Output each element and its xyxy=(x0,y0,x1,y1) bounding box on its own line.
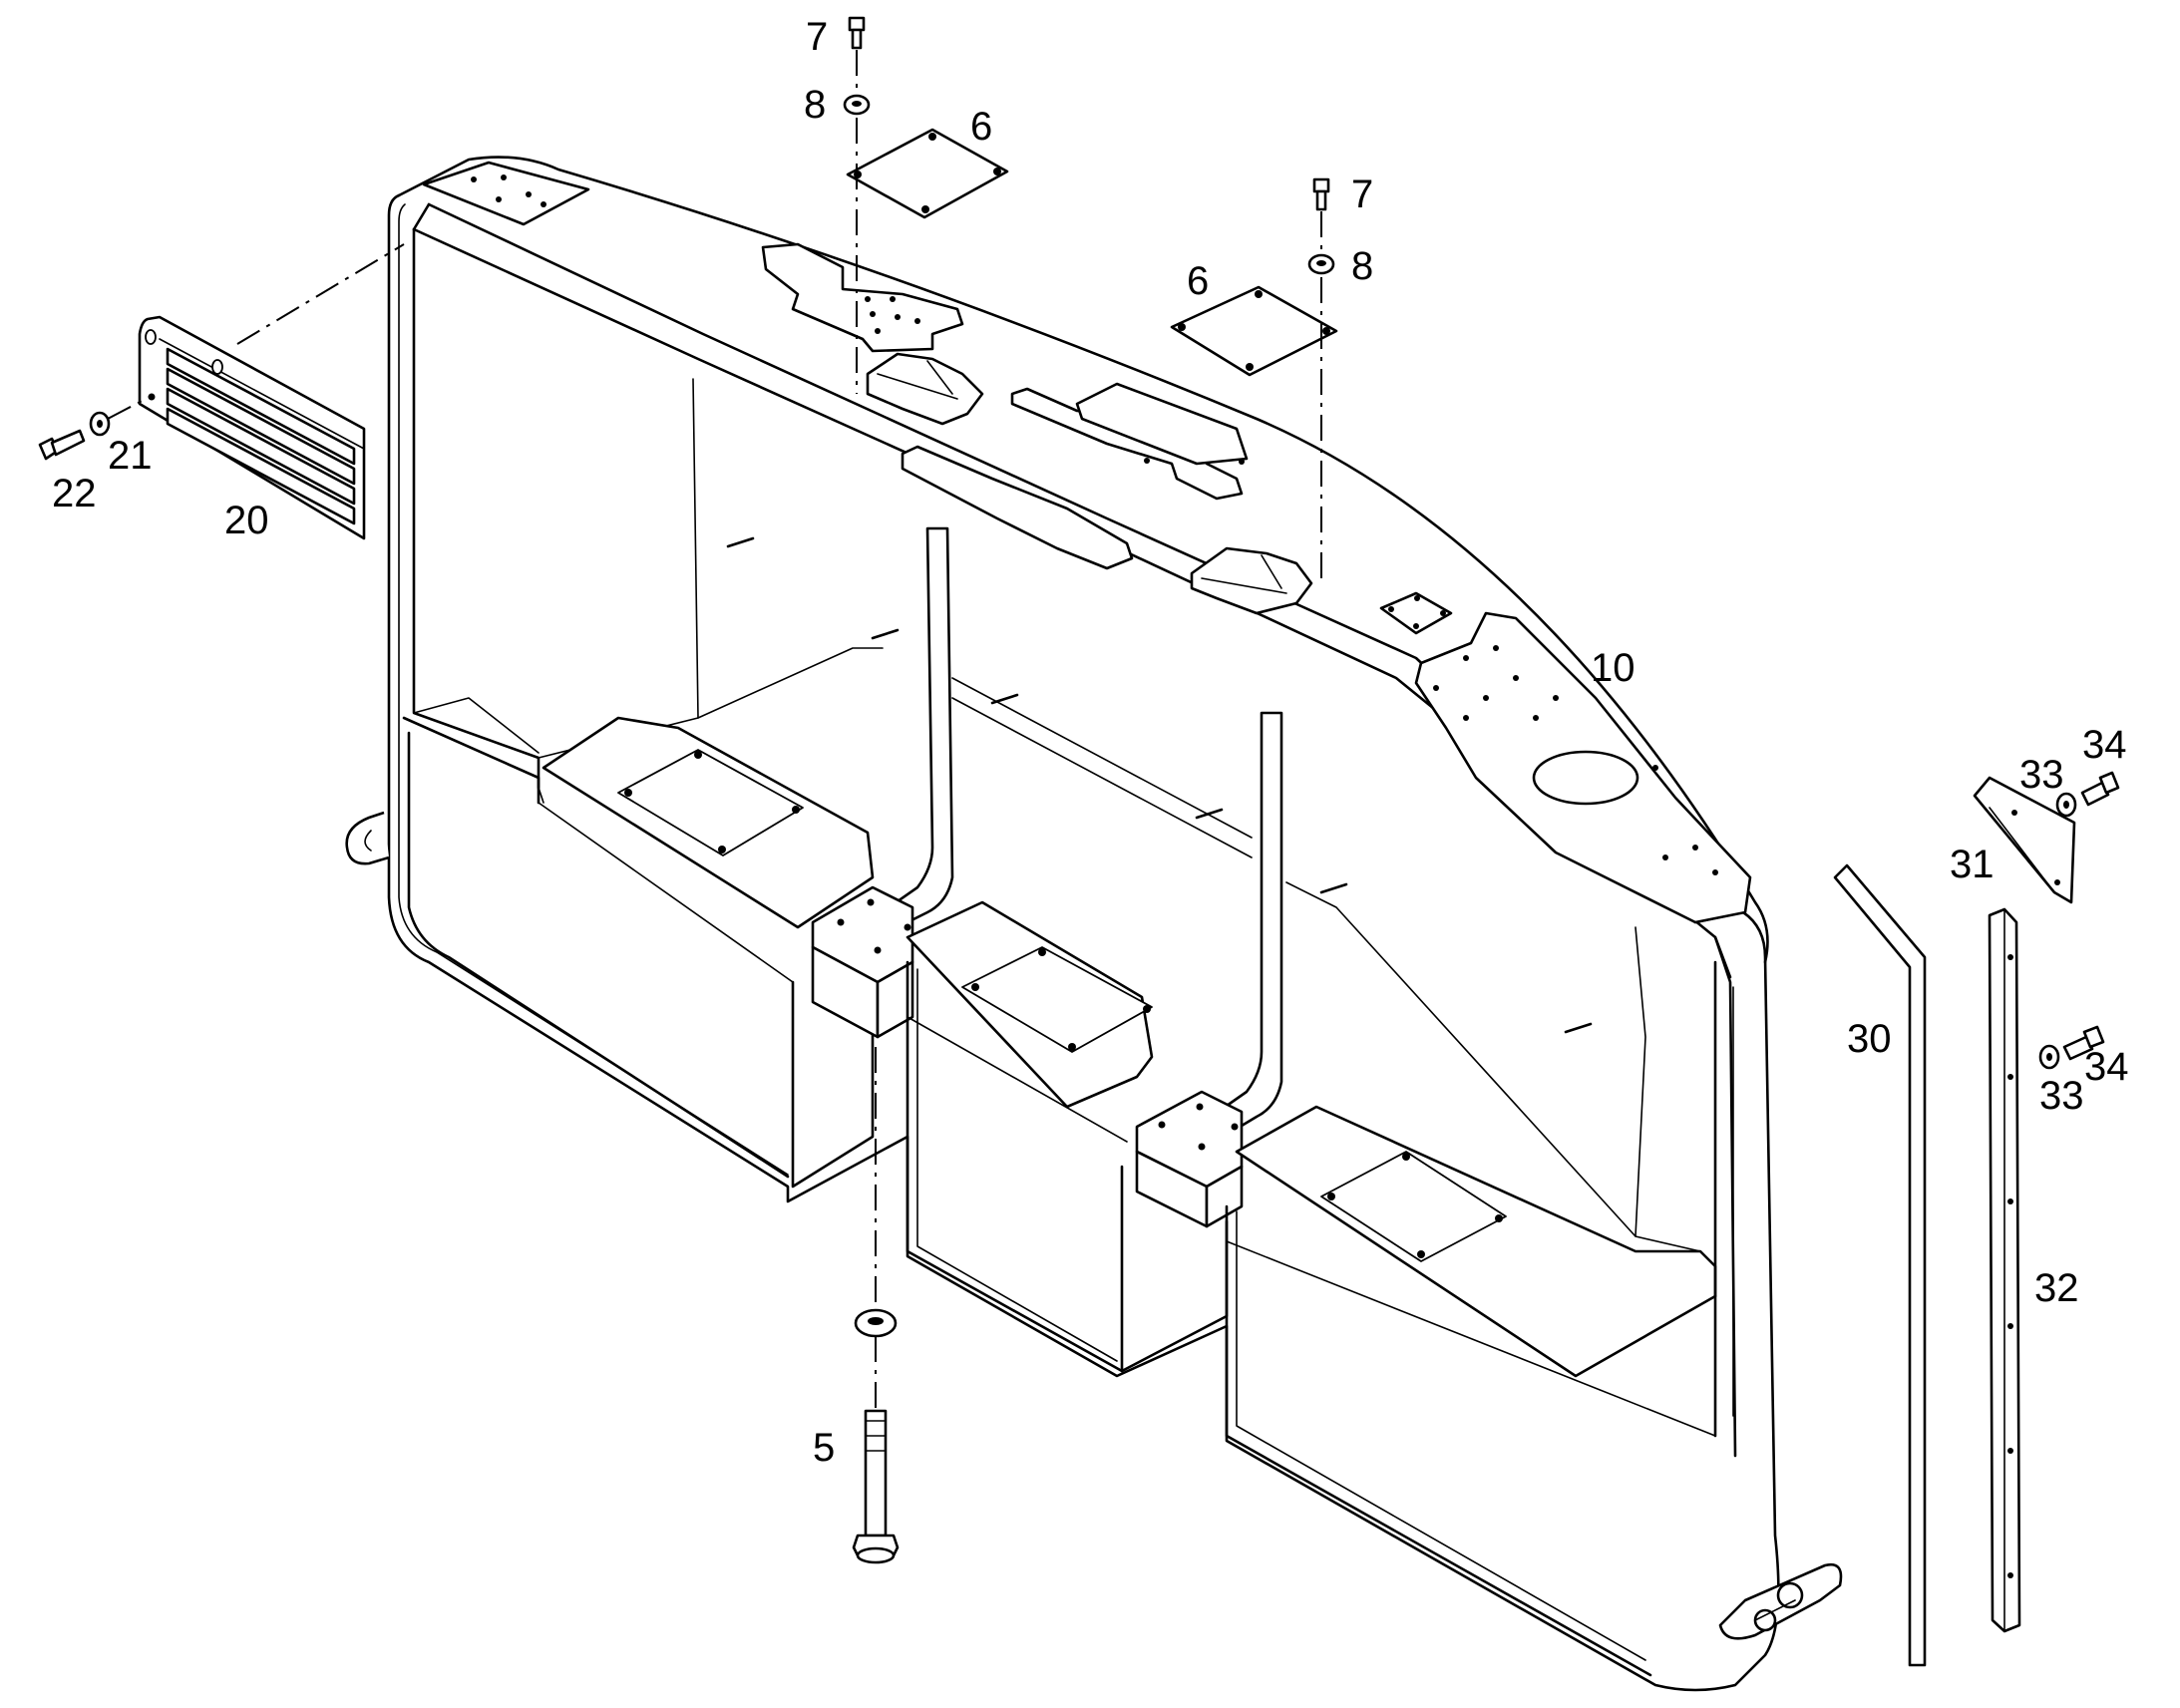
callout-31: 31 xyxy=(1950,843,1995,886)
assembly-center-lines xyxy=(107,50,1322,1408)
callout-5: 5 xyxy=(813,1426,835,1470)
washer-21 xyxy=(89,411,111,437)
callout-7-right: 7 xyxy=(1351,172,1373,216)
cover-plate-6-right xyxy=(1170,285,1338,377)
callout-8-right: 8 xyxy=(1351,244,1373,288)
callout-33-upper: 33 xyxy=(2019,753,2064,797)
bolt-7-right xyxy=(1312,177,1330,211)
washer-8-left xyxy=(843,94,871,116)
callout-34-upper: 34 xyxy=(2082,723,2127,767)
callout-20: 20 xyxy=(224,499,269,542)
seal-strip-30 xyxy=(1833,863,1927,1667)
bracket-31 xyxy=(1973,776,2076,904)
callout-30: 30 xyxy=(1847,1017,1892,1061)
callout-7-left: 7 xyxy=(806,15,828,59)
long-bolt-5 xyxy=(852,1409,900,1564)
callout-10: 10 xyxy=(1591,646,1635,690)
callout-8-left: 8 xyxy=(804,83,826,127)
angle-strip-32 xyxy=(1988,907,2021,1633)
bolt-22 xyxy=(38,429,86,461)
bolt-34-lower xyxy=(2062,1025,2105,1061)
callout-labels: 7 8 6 7 6 8 10 21 22 20 5 30 31 33 34 34… xyxy=(52,15,2129,1470)
grille-plate xyxy=(138,315,366,540)
callout-34-lower: 34 xyxy=(2084,1045,2129,1089)
callout-6-right: 6 xyxy=(1187,259,1209,303)
washer-5 xyxy=(854,1308,898,1338)
callout-32: 32 xyxy=(2034,1266,2079,1310)
callout-21: 21 xyxy=(108,434,153,478)
washer-33-lower xyxy=(2038,1044,2060,1070)
bolt-34-upper xyxy=(2080,771,2120,807)
washer-8-right xyxy=(1307,253,1335,275)
counterweight-frame xyxy=(345,156,1843,1692)
callout-33-lower: 33 xyxy=(2039,1074,2084,1118)
washer-33-upper xyxy=(2055,792,2077,818)
callout-6-left: 6 xyxy=(970,105,992,149)
callout-22: 22 xyxy=(52,472,97,515)
bolt-7-left xyxy=(848,16,866,50)
